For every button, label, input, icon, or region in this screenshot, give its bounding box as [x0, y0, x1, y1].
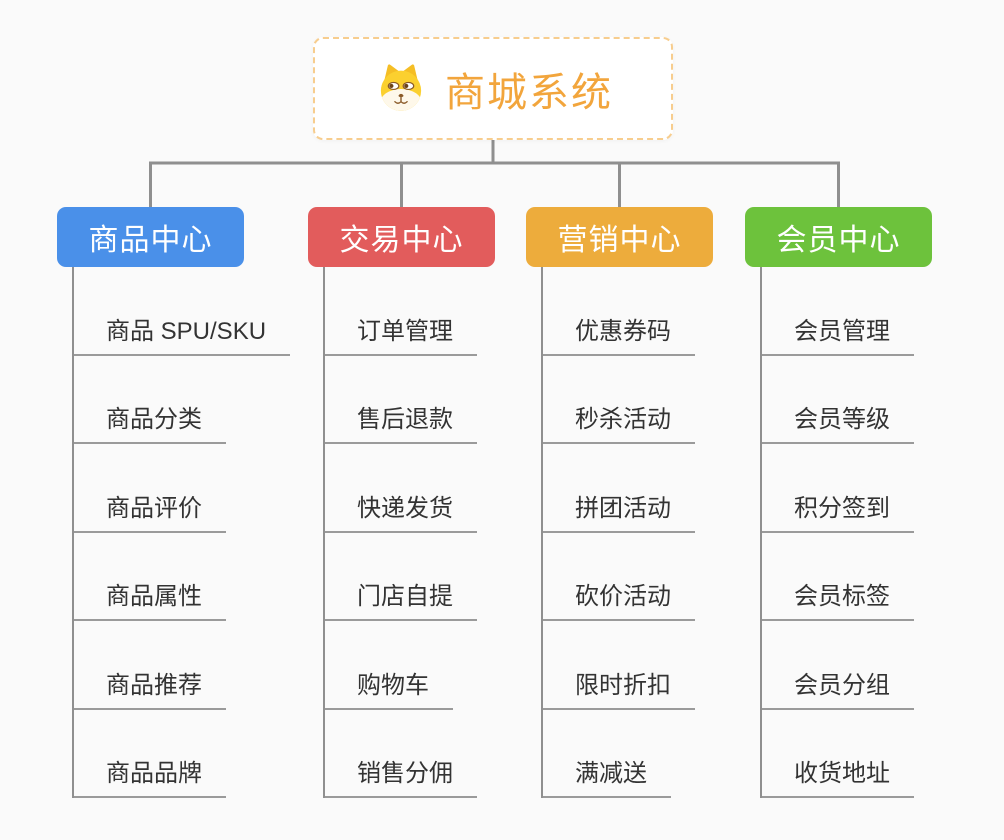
leaf-node-flash-sale[interactable]: 秒杀活动 [543, 356, 695, 444]
leaf-node-full-reduction[interactable]: 满减送 [543, 710, 671, 798]
leaf-node-aftersale-refund[interactable]: 售后退款 [325, 356, 477, 444]
leaf-node-product-recommend[interactable]: 商品推荐 [74, 621, 226, 710]
root-node-mall-system[interactable]: 商城系统 [313, 37, 673, 140]
branch-column-trade: 订单管理 售后退款 快递发货 门店自提 购物车 销售分佣 [323, 267, 477, 798]
leaf-node-store-pickup[interactable]: 门店自提 [325, 533, 477, 621]
leaf-node-member-group[interactable]: 会员分组 [762, 621, 914, 710]
leaf-node-member-tag[interactable]: 会员标签 [762, 533, 914, 621]
branch-column-product: 商品 SPU/SKU 商品分类 商品评价 商品属性 商品推荐 商品品牌 [72, 267, 291, 798]
leaf-node-product-category[interactable]: 商品分类 [74, 356, 226, 444]
leaf-node-shopping-cart[interactable]: 购物车 [325, 621, 453, 710]
leaf-node-sales-commission[interactable]: 销售分佣 [325, 710, 477, 798]
leaf-node-member-level[interactable]: 会员等级 [762, 356, 914, 444]
root-node-title: 商城系统 [445, 70, 613, 115]
leaf-node-shipping-address[interactable]: 收货地址 [762, 710, 914, 798]
leaf-node-points-checkin[interactable]: 积分签到 [762, 444, 914, 533]
branch-column-marketing: 优惠券码 秒杀活动 拼团活动 砍价活动 限时折扣 满减送 [541, 267, 695, 798]
branch-column-member: 会员管理 会员等级 积分签到 会员标签 会员分组 收货地址 [760, 267, 914, 798]
leaf-node-coupon-code[interactable]: 优惠券码 [543, 267, 695, 356]
dog-face-icon [380, 63, 422, 111]
leaf-node-product-review[interactable]: 商品评价 [74, 444, 226, 533]
branch-node-trade-center[interactable]: 交易中心 [308, 207, 495, 267]
branch-node-marketing-center[interactable]: 营销中心 [526, 207, 713, 267]
leaf-node-product-spu-sku[interactable]: 商品 SPU/SKU [74, 267, 291, 356]
leaf-node-limited-time-discount[interactable]: 限时折扣 [543, 621, 695, 710]
branch-node-product-center[interactable]: 商品中心 [57, 207, 244, 267]
leaf-node-express-delivery[interactable]: 快递发货 [325, 444, 477, 533]
branch-node-member-center[interactable]: 会员中心 [745, 207, 932, 267]
leaf-node-order-management[interactable]: 订单管理 [325, 267, 477, 356]
leaf-node-bargain-activity[interactable]: 砍价活动 [543, 533, 695, 621]
leaf-node-product-attribute[interactable]: 商品属性 [74, 533, 226, 621]
leaf-node-group-buy[interactable]: 拼团活动 [543, 444, 695, 533]
leaf-node-product-brand[interactable]: 商品品牌 [74, 710, 226, 798]
leaf-node-member-management[interactable]: 会员管理 [762, 267, 914, 356]
